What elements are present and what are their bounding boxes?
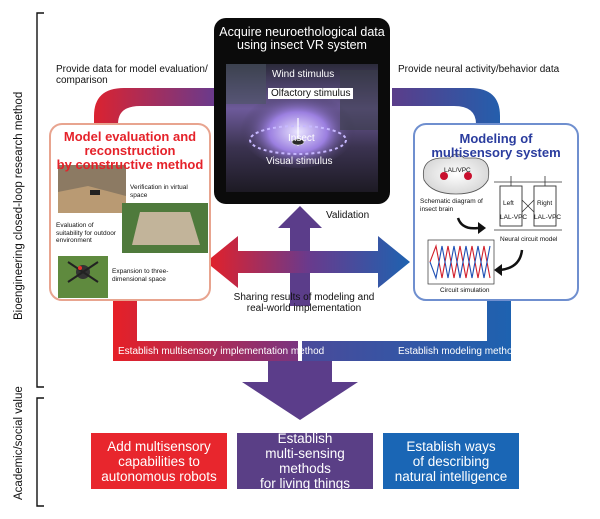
insect-label: Insect	[288, 133, 315, 144]
circuit-left-label: Left	[503, 200, 514, 207]
right-panel-title: Modeling of multisensory system	[418, 132, 574, 160]
visual-stimulus-label: Visual stimulus	[266, 156, 333, 167]
caption-virtual-space: Verification in virtual space	[130, 184, 188, 199]
right-title-line2: multisensory system	[431, 145, 561, 160]
olfactory-stimulus-label: Olfactory stimulus	[268, 88, 354, 99]
center-title-line2: using insect VR system	[237, 38, 367, 52]
outcome-living-line3: for living things	[259, 476, 351, 491]
outcome-intelligence: Establish ways of describing natural int…	[383, 433, 519, 489]
flow-arrow-circuit-to-sim	[499, 249, 524, 272]
circuit-lal-left: LAL-VPC	[500, 214, 528, 221]
research-bracket	[36, 12, 44, 388]
arrow-sharing	[206, 236, 410, 288]
insect-brain-diagram	[422, 153, 490, 195]
provide-data-label: Provide data for model evaluation/ compa…	[56, 64, 208, 86]
outcome-robots-line1: Add multisensory	[107, 438, 211, 454]
value-bracket	[36, 397, 44, 507]
caption-circuit: Neural circuit model	[500, 236, 558, 243]
outcome-robots: Add multisensory capabilities to autonom…	[91, 433, 227, 489]
outcome-intelligence-line1: Establish ways	[406, 438, 496, 454]
outcome-robots-line2: capabilities to	[118, 453, 200, 469]
provide-neural-data-label: Provide neural activity/behavior data	[398, 64, 560, 75]
outcome-intelligence-line2: of describing	[412, 453, 490, 469]
neural-circuit-diagram	[494, 176, 562, 231]
outcome-living-things: Establish multi-sensing methods for livi…	[237, 431, 373, 491]
sharing-label-line1: Sharing results of modeling and	[233, 292, 375, 303]
outcome-living-line1: Establish	[277, 431, 333, 446]
validation-label: Validation	[326, 210, 370, 221]
sharing-label-line2: real-world implementation	[246, 303, 362, 314]
outcome-robots-line3: autonomous robots	[101, 468, 217, 484]
circuit-right-label: Right	[537, 200, 553, 207]
left-title-line3: by constructive method	[56, 157, 204, 172]
wind-stimulus-label: Wind stimulus	[272, 69, 335, 80]
arrow-bottom-right	[302, 300, 511, 361]
research-method-label: Bioengineering closed-loop research meth…	[13, 91, 25, 320]
flow-arrow-brain-to-circuit	[456, 217, 479, 230]
center-title: Acquire neuroethological data using inse…	[214, 26, 390, 52]
right-title-line1: Modeling of	[459, 131, 533, 146]
brain-label: LAL/VPC	[444, 167, 471, 174]
modeling-method-label: Establish modeling method	[398, 346, 519, 357]
caption-outdoor: Evaluation of suitability for outdoor en…	[56, 222, 116, 244]
left-title-line1: Model evaluation and	[63, 129, 197, 144]
caption-brain: Schematic diagram of insect brain	[420, 198, 483, 213]
outcome-living-line2: multi-sensing methods	[265, 446, 345, 476]
circuit-simulation-plot	[427, 239, 495, 285]
arrow-down-main	[242, 361, 358, 420]
caption-expansion: Expansion to three-dimensional space	[112, 268, 169, 283]
outcome-intelligence-line3: natural intelligence	[394, 468, 508, 484]
left-panel-title: Model evaluation and reconstruction by c…	[52, 130, 208, 172]
social-value-label: Academic/social value	[13, 386, 25, 500]
implementation-method-label: Establish multisensory implementation me…	[118, 346, 325, 357]
arrow-bottom-left	[113, 300, 298, 361]
left-title-line2: reconstruction	[84, 143, 176, 158]
caption-simulation: Circuit simulation	[440, 287, 490, 294]
circuit-lal-right: LAL-VPC	[534, 214, 562, 221]
center-title-line1: Acquire neuroethological data	[219, 25, 385, 39]
sharing-label: Sharing results of modeling and real-wor…	[226, 292, 382, 314]
